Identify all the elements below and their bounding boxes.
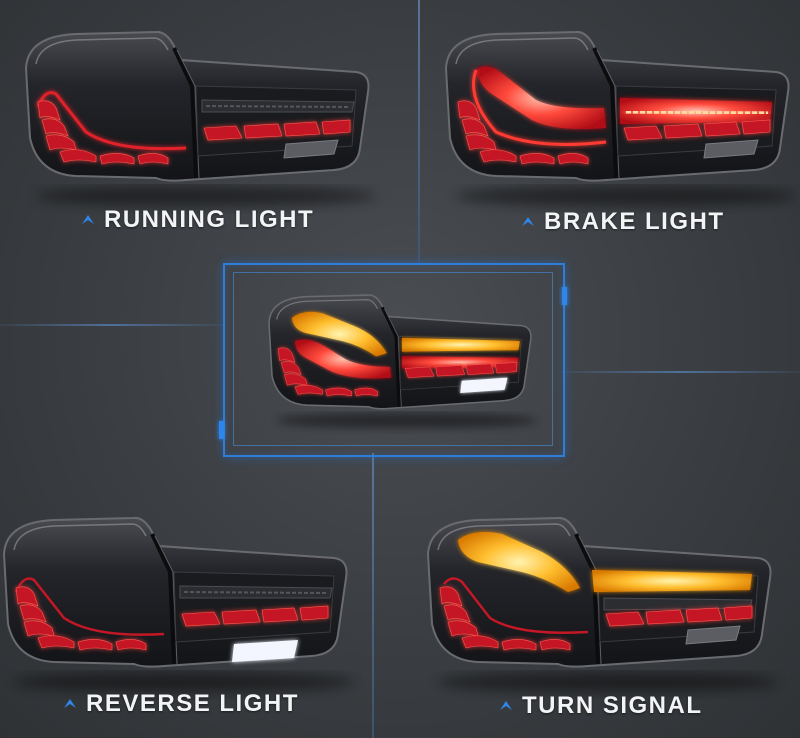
highlight-frame — [223, 263, 565, 457]
highlight-frame-inner — [233, 272, 553, 446]
frame-tab-right — [562, 287, 567, 305]
chevron-up-icon — [82, 215, 94, 224]
frame-tab-left — [219, 421, 224, 439]
turn-signal-label: TURN SIGNAL — [498, 692, 703, 720]
chevron-up-icon — [522, 217, 534, 226]
running-light-lamp-image — [16, 28, 376, 198]
brake-light-lamp-image — [436, 28, 796, 198]
divider-right — [561, 371, 800, 373]
divider-left — [0, 324, 224, 326]
brake-light-label: BRAKE LIGHT — [520, 208, 725, 236]
running-light-label: RUNNING LIGHT — [80, 206, 314, 234]
reverse-light-label: REVERSE LIGHT — [62, 690, 299, 718]
turn-signal-text: TURN SIGNAL — [522, 692, 703, 719]
divider-top — [418, 0, 420, 265]
turn-signal-lamp-image — [418, 514, 778, 684]
divider-bottom — [372, 453, 374, 738]
brake-light-text: BRAKE LIGHT — [544, 208, 725, 235]
chevron-up-icon — [64, 699, 76, 708]
chevron-up-icon — [500, 701, 512, 710]
reverse-light-text: REVERSE LIGHT — [86, 690, 299, 717]
combined-lights-lamp-image — [254, 292, 544, 422]
running-light-text: RUNNING LIGHT — [104, 206, 315, 233]
reverse-light-lamp-image — [0, 514, 354, 684]
